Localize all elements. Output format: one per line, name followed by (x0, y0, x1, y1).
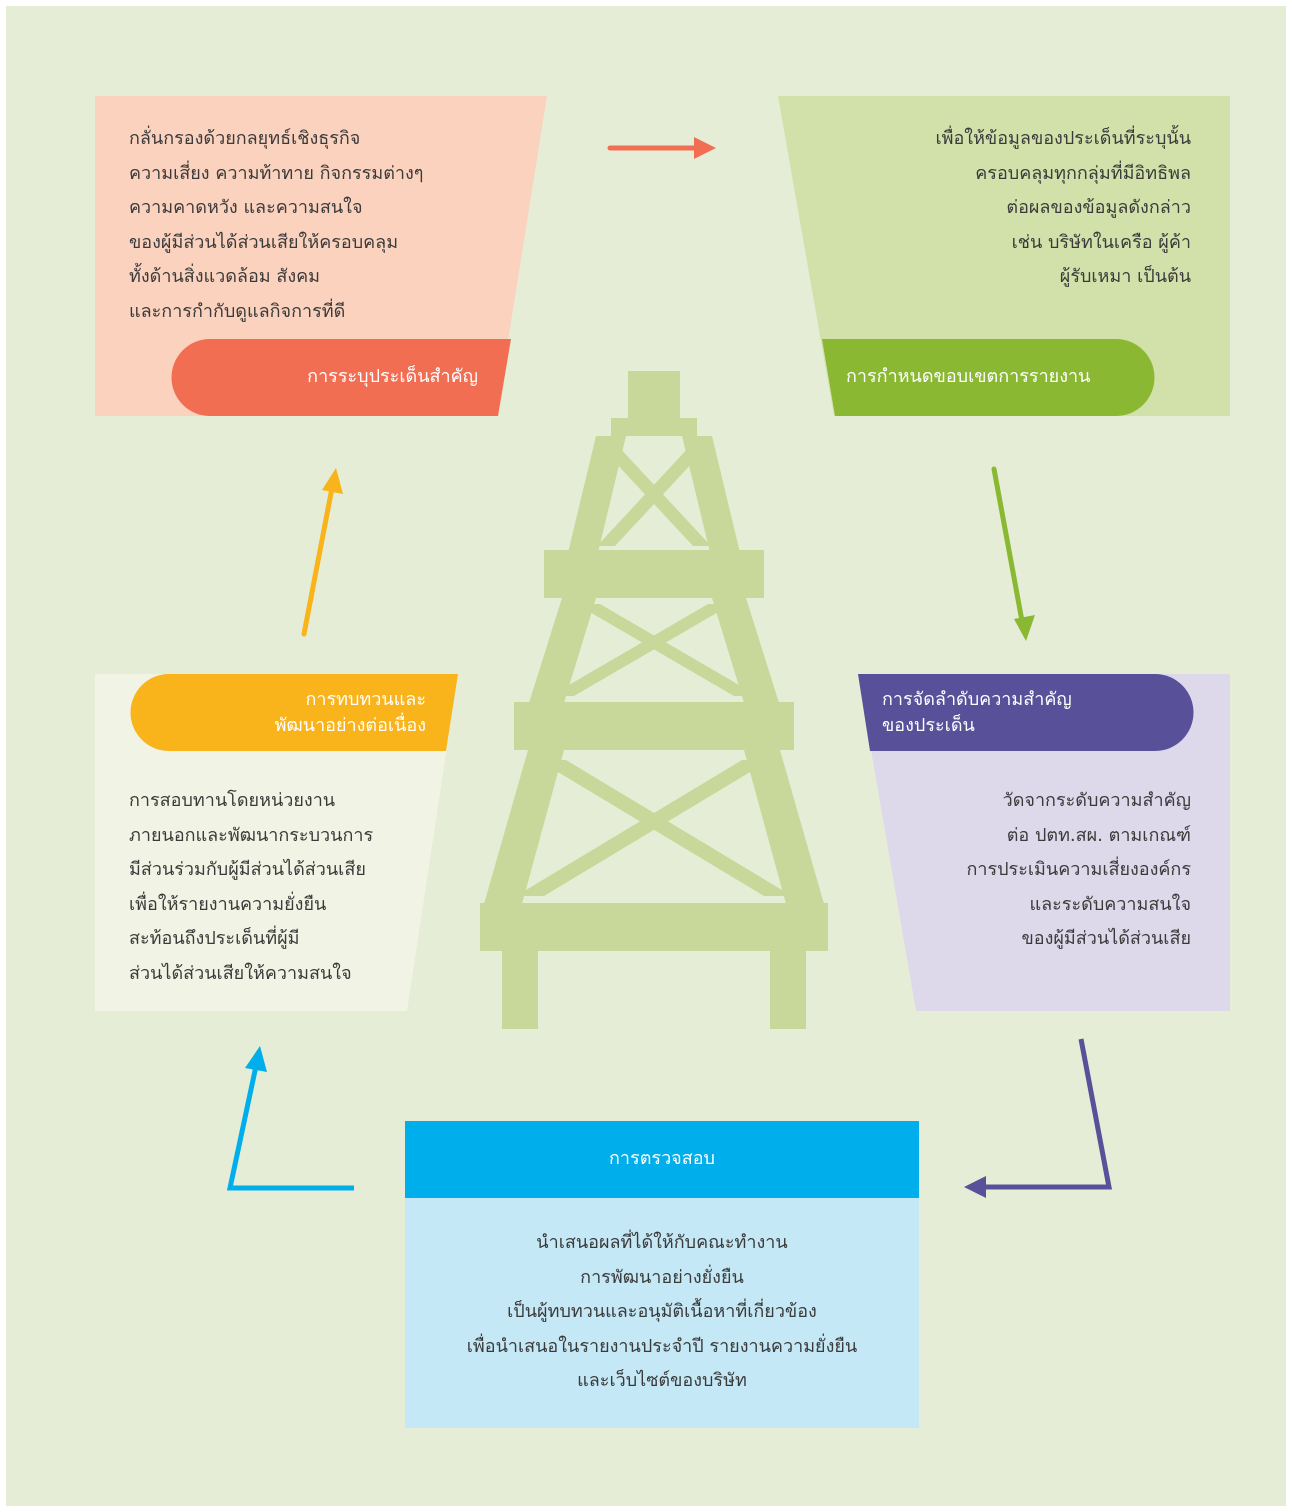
identify-pill (171, 339, 511, 416)
diagram-panels (95, 96, 1230, 1428)
review-label-line: การทบทวนและ (305, 689, 426, 710)
review-line: สะท้อนถึงประเด็นที่ผู้มี (129, 928, 300, 949)
validate-line: เพื่อนำเสนอในรายงานประจำปี รายงานความยั่… (466, 1335, 858, 1357)
validate-line: และเว็บไซต์ของบริษัท (577, 1370, 747, 1391)
validate-line: เป็นผู้ทบทวนและอนุมัติเนื้อหาที่เกี่ยวข้… (507, 1301, 817, 1322)
scope-pill (822, 339, 1155, 416)
scope-panel (778, 96, 1230, 416)
identify-panel (95, 96, 547, 416)
scope-line: ต่อผลของข้อมูลดังกล่าว (1006, 197, 1191, 218)
prioritize-line: การประเมินความเสี่ยงองค์กร (966, 859, 1191, 880)
prioritize-line: วัดจากระดับความสำคัญ (1002, 790, 1191, 811)
review-label-line: พัฒนาอย่างต่อเนื่อง (274, 715, 426, 736)
prioritize-label: การจัดลำดับความสำคัญ ของประเด็น (882, 687, 1162, 739)
scope-line: ผู้รับเหมา เป็นต้น (1059, 266, 1191, 287)
prioritize-line: และระดับความสนใจ (1029, 893, 1192, 915)
flow-arrows (226, 137, 1113, 1198)
prioritize-pill (858, 674, 1194, 751)
review-line: การสอบทานโดยหน่วยงาน (129, 790, 336, 811)
review-pill (130, 674, 458, 751)
identify-line: ของผู้มีส่วนได้ส่วนเสียให้ครอบคลุม (129, 231, 399, 253)
identify-line: ทั้งด้านสิ่งแวดล้อม สังคม (129, 266, 321, 287)
identify-description: กลั่นกรองด้วยกลยุทธ์เชิงธุรกิจ ความเสี่ย… (129, 122, 509, 329)
arrow-prioritize-to-validate (964, 1038, 1113, 1198)
prioritize-description: วัดจากระดับความสำคัญ ต่อ ปตท.สผ. ตามเกณฑ… (886, 784, 1191, 957)
prioritize-label-line: ของประเด็น (882, 715, 975, 736)
validate-description: นำเสนอผลที่ได้ให้กับคณะทำงาน การพัฒนาอย่… (411, 1226, 913, 1399)
scope-description: เพื่อให้ข้อมูลของประเด็นที่ระบุนั้น ครอบ… (806, 122, 1191, 295)
validate-header (405, 1121, 919, 1198)
review-line: มีส่วนร่วมกับผู้มีส่วนได้ส่วนเสีย (129, 859, 366, 880)
identify-line: และการกำกับดูแลกิจการที่ดี (129, 300, 346, 322)
scope-label: การกำหนดขอบเขตการรายงาน (846, 366, 1091, 387)
identify-line: ความคาดหวัง และความสนใจ (129, 197, 363, 218)
review-label: การทบทวนและ พัฒนาอย่างต่อเนื่อง (176, 687, 426, 739)
scope-line: ครอบคลุมทุกกลุ่มที่มีอิทธิพล (975, 162, 1191, 184)
validate-label: การตรวจสอบ (609, 1148, 715, 1169)
scope-line: เช่น บริษัทในเครือ ผู้ค้า (1011, 231, 1191, 253)
review-description: การสอบทานโดยหน่วยงาน ภายนอกและพัฒนากระบว… (129, 784, 449, 991)
scope-line: เพื่อให้ข้อมูลของประเด็นที่ระบุนั้น (935, 128, 1191, 149)
arrow-review-to-identify (301, 468, 343, 637)
validate-line: นำเสนอผลที่ได้ให้กับคณะทำงาน (536, 1232, 788, 1253)
arrow-validate-to-review (226, 1046, 354, 1191)
review-line: ภายนอกและพัฒนากระบวนการ (129, 824, 374, 846)
review-line: ส่วนได้ส่วนเสียให้ความสนใจ (129, 962, 352, 984)
review-line: เพื่อให้รายงานความยั่งยืน (129, 893, 327, 915)
prioritize-panel (858, 674, 1230, 1011)
arrow-scope-to-prioritize (991, 466, 1035, 641)
oil-rig-icon (480, 371, 828, 1029)
validate-line: การพัฒนาอย่างยั่งยืน (580, 1266, 744, 1288)
review-panel (95, 674, 458, 1011)
prioritize-label-line: การจัดลำดับความสำคัญ (882, 689, 1072, 710)
prioritize-line: ต่อ ปตท.สผ. ตามเกณฑ์ (1006, 824, 1191, 846)
diagram-canvas: กลั่นกรองด้วยกลยุทธ์เชิงธุรกิจ ความเสี่ย… (6, 6, 1286, 1506)
identify-line: ความเสี่ยง ความท้าทาย กิจกรรมต่างๆ (129, 162, 424, 184)
identify-label: การระบุประเด็นสำคัญ (307, 366, 478, 387)
arrow-identify-to-scope (607, 137, 716, 159)
prioritize-line: ของผู้มีส่วนได้ส่วนเสีย (1021, 928, 1191, 949)
identify-line: กลั่นกรองด้วยกลยุทธ์เชิงธุรกิจ (129, 128, 361, 149)
